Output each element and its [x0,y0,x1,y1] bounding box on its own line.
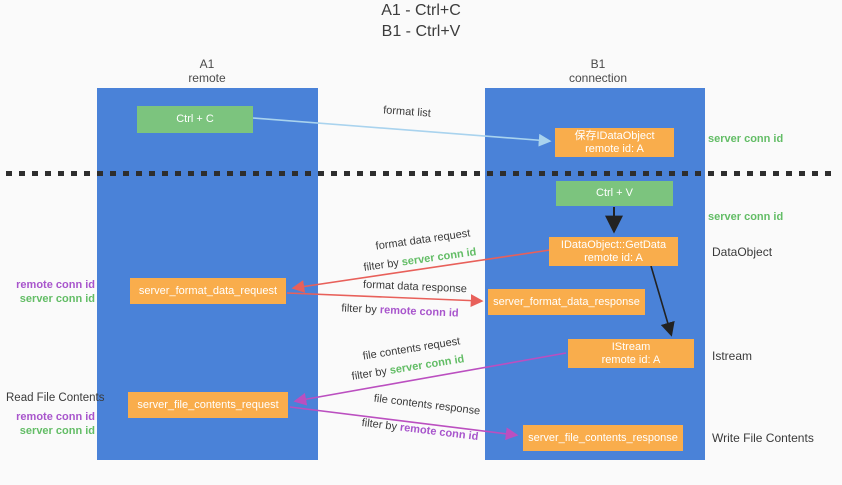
filter-by-text: filter by [362,256,403,274]
left-file-conn-id-annotations: remote conn id server conn id [0,410,95,438]
node-server-file-contents-response: server_file_contents_response [523,425,683,451]
node-ctrl-c: Ctrl + C [137,106,253,133]
node-format-request-label: server_format_data_request [138,284,278,297]
node-idataobject-getdata: IDataObject::GetData remote id: A [549,237,678,266]
node-file-request-label: server_file_contents_request [137,398,279,411]
filter-by-text: filter by [361,416,401,434]
diagram-title: A1 - Ctrl+C B1 - Ctrl+V [0,0,842,42]
file-contents-response-label: file contents response [373,392,481,418]
format-list-label: format list [382,104,432,120]
read-file-contents-annotation: Read File Contents [6,392,105,404]
node-save-idataobject: 保存IDataObject remote id: A [555,128,674,157]
node-istream-line1: IStream [611,340,651,353]
node-file-response-label: server_file_contents_response [528,431,678,444]
server-conn-id-annotation-ctrlv: server conn id [708,211,784,223]
node-istream-line2: remote id: A [601,353,661,366]
filter-by-text: filter by [341,302,381,317]
node-getdata-line2: remote id: A [584,251,643,264]
node-ctrl-c-label: Ctrl + C [176,113,214,125]
format-data-response-filter-label: filter by remote conn id [330,302,470,320]
lifeline-a1-role: remote [188,71,226,85]
node-format-response-label: server_format_data_response [493,295,640,308]
node-ctrl-v-label: Ctrl + V [596,187,633,199]
dotted-separator-line [6,171,836,176]
lifeline-b1-role: connection [568,71,628,85]
server-conn-id-annotation-top: server conn id [708,133,784,145]
remote-conn-id-key: remote conn id [379,304,459,320]
node-server-file-contents-request: server_file_contents_request [128,392,288,418]
lifeline-a1-name: A1 [199,57,215,71]
write-file-contents-annotation: Write File Contents [712,431,814,445]
server-conn-id-key: server conn id [400,246,478,269]
lifeline-header-b1: B1 connection [528,57,668,85]
istream-annotation: Istream [712,349,753,363]
remote-conn-id-key: remote conn id [399,421,479,444]
format-data-response-label: format data response [362,278,468,296]
node-istream: IStream remote id: A [568,339,694,368]
node-server-format-data-request: server_format_data_request [130,278,286,304]
lifeline-header-a1: A1 remote [137,57,277,85]
node-server-format-data-response: server_format_data_response [488,289,645,315]
remote-conn-id-annotation: remote conn id [16,411,95,423]
server-conn-id-annotation: server conn id [19,293,95,305]
file-contents-response-filter-label: filter by remote conn id [340,414,500,445]
dataobject-annotation: DataObject [712,245,773,259]
node-save-idataobject-line2: remote id: A [585,142,644,155]
remote-conn-id-annotation: remote conn id [16,279,95,291]
title-line-1: A1 - Ctrl+C [381,2,461,19]
node-ctrl-v: Ctrl + V [556,181,673,206]
node-getdata-line1: IDataObject::GetData [560,238,667,251]
server-conn-id-annotation: server conn id [19,425,95,437]
lifeline-b1-name: B1 [590,57,606,71]
title-line-2: B1 - Ctrl+V [381,23,461,40]
left-format-conn-id-annotations: remote conn id server conn id [0,278,95,306]
node-save-idataobject-line1: 保存IDataObject [574,129,655,142]
filter-by-text: filter by [350,364,391,383]
